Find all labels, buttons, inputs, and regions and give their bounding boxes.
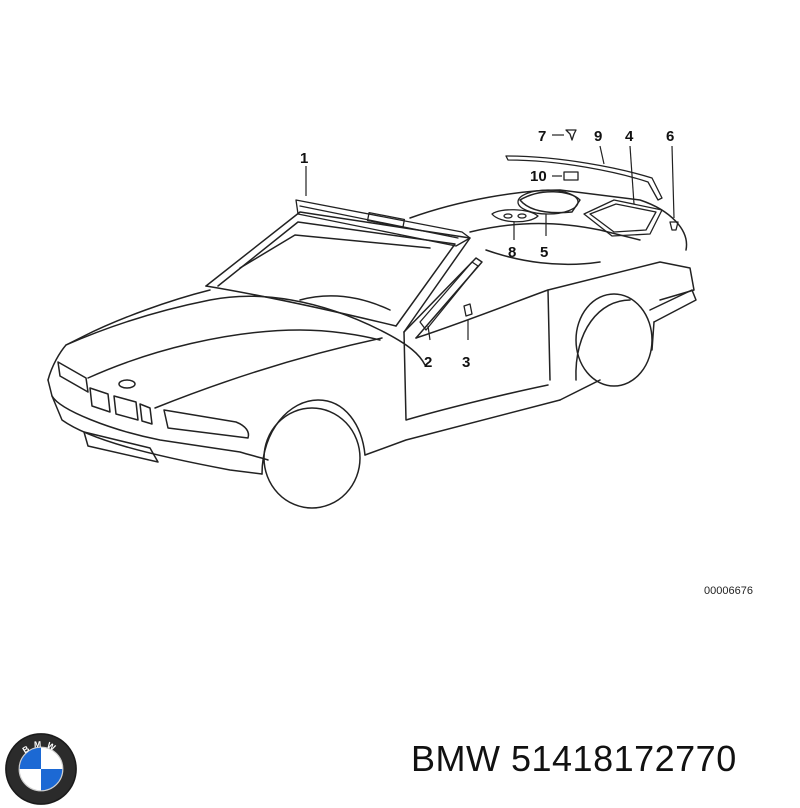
part-3-clip: [463, 303, 473, 340]
callout-4: 4: [625, 128, 634, 145]
part-1-windshield-trim: [295, 166, 471, 247]
callout-10: 10: [530, 168, 547, 185]
part-number-caption: BMW 51418172770: [411, 738, 737, 779]
diagram-reference-number: 00006676: [704, 585, 753, 597]
callout-8: 8: [508, 244, 516, 261]
bmw-logo: BMW: [5, 733, 77, 805]
callout-3: 3: [462, 354, 470, 371]
part-9-moulding-strip: [505, 145, 663, 201]
part-4-rear-shelf-panel: [583, 145, 663, 237]
part-5-cover: [517, 189, 579, 236]
part-2-a-pillar-trim: [419, 261, 479, 341]
callout-1: 1: [300, 150, 308, 167]
callout-9: 9: [594, 128, 602, 145]
part-10-clip: [552, 171, 579, 181]
callout-6: 6: [666, 128, 674, 145]
callout-2: 2: [424, 354, 432, 371]
car-convertible-outline: [47, 189, 697, 509]
callout-7: 7: [538, 128, 546, 145]
part-6-fastener: [669, 145, 679, 231]
callout-5: 5: [540, 244, 548, 261]
part-8-insert: [491, 209, 539, 240]
part-7-screw: [552, 129, 577, 141]
